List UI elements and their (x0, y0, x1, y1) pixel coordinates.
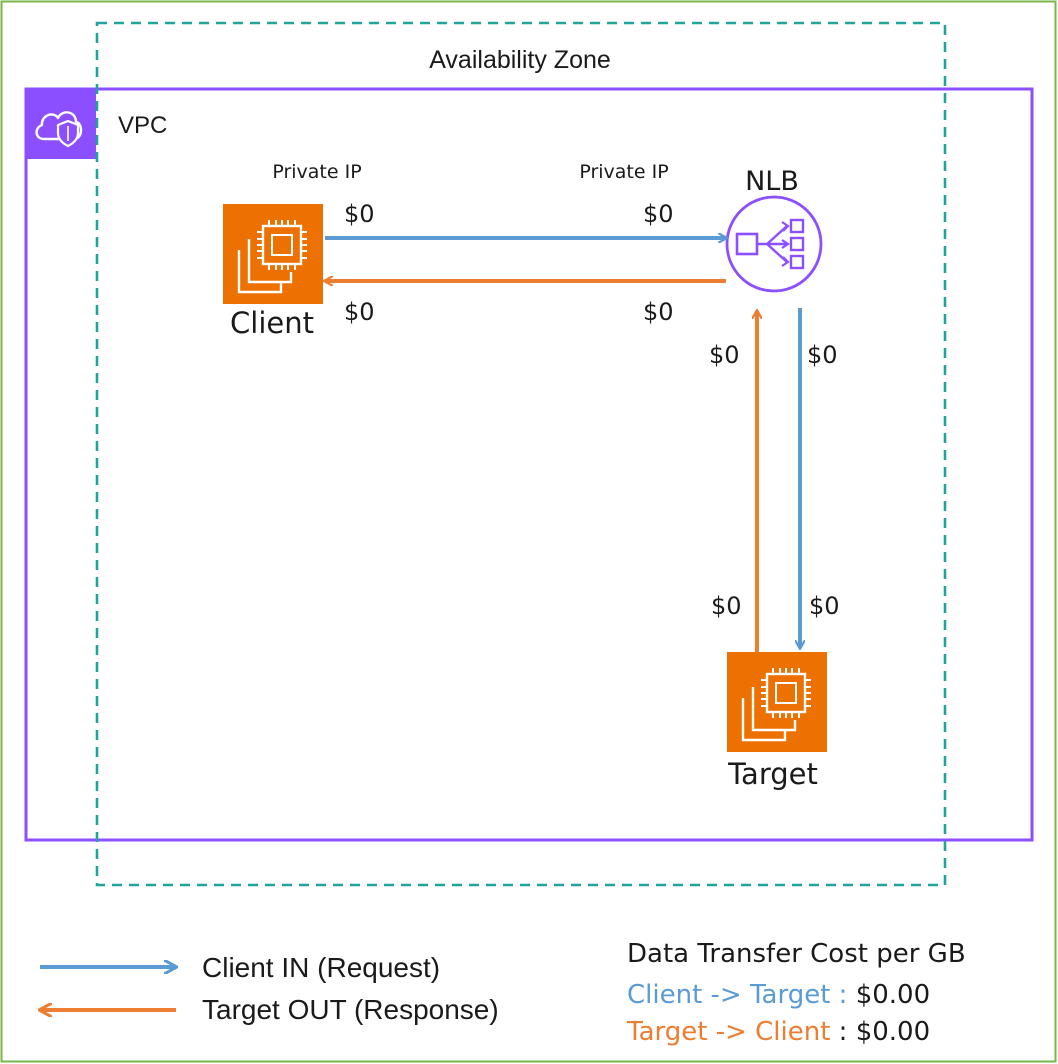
vpc-boundary (24, 87, 1034, 842)
vpc-label: VPC (118, 112, 167, 139)
cost-label: $0 (643, 298, 674, 326)
cost-row-value: $0.00 (856, 1017, 930, 1047)
cost-row-label: Client -> Target (627, 980, 830, 1010)
cost-row-client-to-target: Client -> Target : $0.00 (627, 980, 930, 1010)
cost-label: $0 (807, 341, 838, 369)
cost-label: $0 (809, 592, 840, 620)
cost-table-title: Data Transfer Cost per GB (627, 939, 966, 969)
network-load-balancer-icon (725, 195, 823, 293)
legend-response-label: Target OUT (Response) (202, 994, 499, 1025)
availability-zone-boundary (95, 21, 947, 887)
cost-row-label: Target -> Client (626, 1017, 830, 1047)
cost-label: $0 (643, 200, 674, 228)
ec2-instance-icon (727, 652, 827, 752)
cost-row-separator: : (830, 1017, 855, 1047)
legend-request-label: Client IN (Request) (202, 952, 440, 983)
availability-zone-label: Availability Zone (429, 46, 611, 74)
client-label: Client (230, 306, 314, 340)
vpc-cloud-shield-icon (26, 89, 96, 159)
cost-row-target-to-client: Target -> Client : $0.00 (626, 1017, 930, 1047)
client-private-ip-label: Private IP (272, 161, 361, 183)
nlb-label: NLB (745, 166, 799, 197)
cost-label: $0 (344, 200, 375, 228)
cost-row-separator: : (830, 980, 855, 1010)
target-label: Target (727, 757, 818, 791)
cost-row-value: $0.00 (856, 980, 930, 1010)
cost-label: $0 (711, 592, 742, 620)
cost-label: $0 (709, 341, 740, 369)
nlb-private-ip-label: Private IP (579, 161, 668, 183)
cost-label: $0 (344, 298, 375, 326)
ec2-instance-icon (223, 204, 323, 304)
